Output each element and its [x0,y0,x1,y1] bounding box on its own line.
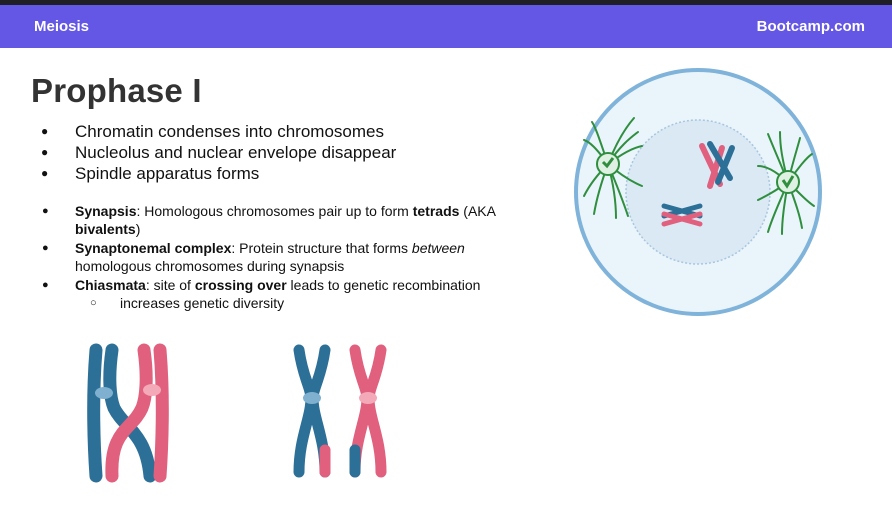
chromosomes-crossing-over [87,343,169,483]
top-border [0,0,892,5]
centromere-pink [143,384,161,396]
main-bullet-list: Chromatin condenses into chromosomes Nuc… [30,121,396,184]
bullet-nucleolus: Nucleolus and nuclear envelope disappear [30,142,396,163]
centromere-blue-2 [303,392,321,404]
nucleus-chromosome-pair-upper [699,141,735,189]
term-synaptonemal-complex: Synaptonemal complex [75,240,232,256]
term-synapsis: Synapsis [75,203,137,219]
page-title: Prophase I [31,72,202,109]
cell-prophase-illustration [574,68,822,316]
bullet-synaptonemal-complex: Synaptonemal complex: Protein structure … [30,240,530,275]
term-chiasmata: Chiasmata [75,277,146,293]
sub-bullet-list: increases genetic diversity [75,295,530,313]
nucleus [625,119,771,265]
bullet-chiasmata: Chiasmata: site of crossing over leads t… [30,277,530,312]
sub-bullet-diversity: increases genetic diversity [75,295,530,313]
detail-bullet-list: Synapsis: Homologous chromosomes pair up… [30,203,530,314]
brand-name: Bootcamp.com [756,18,865,35]
nucleus-chromosome-pair-lower [661,203,703,227]
bullet-synapsis: Synapsis: Homologous chromosomes pair up… [30,203,530,238]
chromosomes-after-recombination [293,344,387,478]
bullet-chromatin: Chromatin condenses into chromosomes [30,121,396,142]
bullet-spindle: Spindle apparatus forms [30,163,396,184]
course-title: Meiosis [34,18,90,35]
slide-header: Meiosis Bootcamp.com [0,5,892,48]
centromere-pink-2 [359,392,377,404]
centromere-blue [95,387,113,399]
